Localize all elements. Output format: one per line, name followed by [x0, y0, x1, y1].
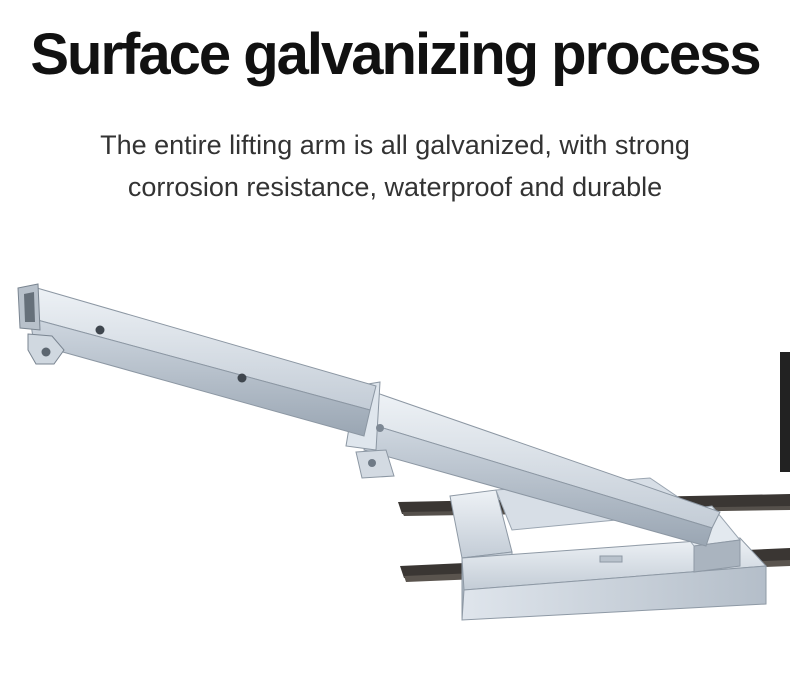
- forklift-mast: [780, 352, 790, 472]
- description-line-1: The entire lifting arm is all galvanized…: [100, 130, 690, 160]
- page-title: Surface galvanizing process: [30, 22, 761, 87]
- description-line-2: corrosion resistance, waterproof and dur…: [127, 172, 663, 202]
- inner-telescopic-arm: [17, 283, 377, 437]
- description: The entire lifting arm is all galvanized…: [0, 124, 790, 208]
- lifting-arm-photo: [17, 283, 790, 621]
